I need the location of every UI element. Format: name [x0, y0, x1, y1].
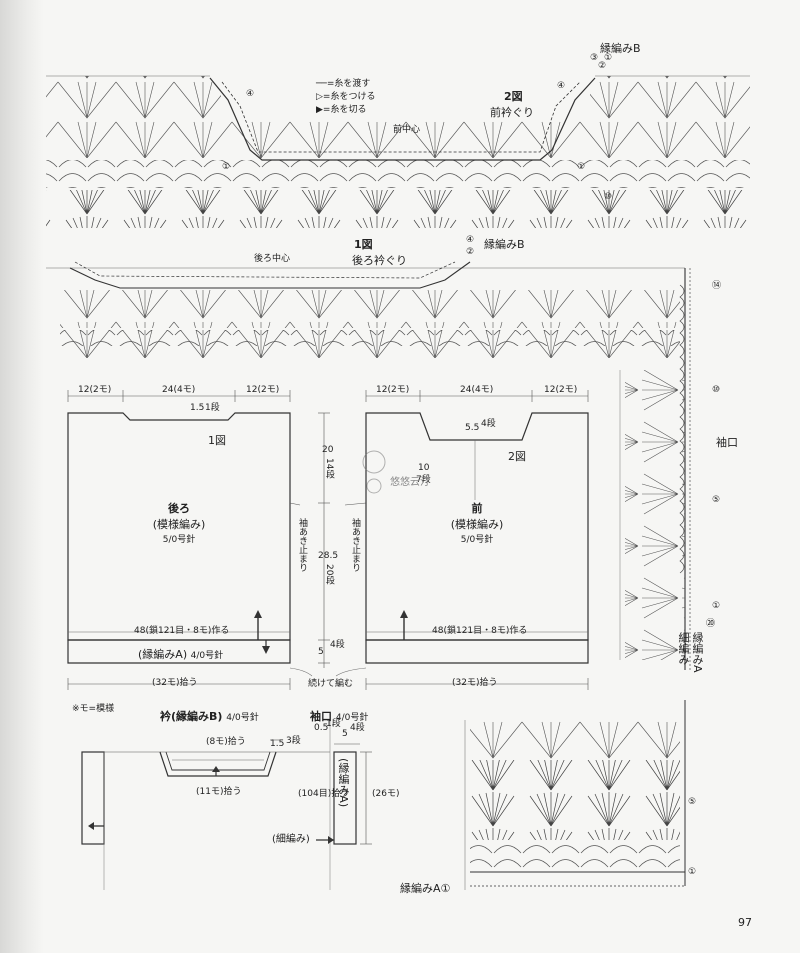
mid-armhole-left: 袖あき止まり	[297, 518, 307, 572]
fig1-subtitle: 後ろ衿ぐり	[352, 254, 407, 267]
watermark-stamp	[362, 450, 386, 494]
mid-armhole-right: 袖あき止まり	[350, 518, 360, 572]
fig1-stitch-chart	[46, 261, 685, 358]
back-dim-right: 12(2モ)	[246, 385, 280, 395]
front-width: 48(鎖121目・8モ)作る	[432, 626, 528, 636]
front-fig-ref: 2図	[508, 450, 526, 463]
back-edge: (縁編みA) 4/0号針	[138, 648, 224, 661]
front-neck-depth: 5.5	[465, 423, 480, 433]
collar-height: 1.5	[270, 739, 285, 749]
side-row-14: ⑭	[712, 281, 722, 291]
front-dim-right: 12(2モ)	[544, 385, 578, 395]
legend-cut-yarn: ▶=糸を切る	[316, 105, 367, 115]
fig2-row-3: ③	[590, 53, 599, 63]
fig2-row-1-right: ①	[577, 162, 586, 172]
cuff-h2: 5	[342, 729, 348, 739]
fig2-center-label: 前中心	[393, 125, 421, 135]
cuff-h2-rows: 4段	[350, 723, 365, 733]
collar-pick-top: (8モ)拾う	[206, 737, 246, 747]
fig1-title: 1図	[354, 238, 373, 251]
side-sleeve-label: 袖口	[716, 436, 738, 449]
collar-title: 衿(縁編みB) 4/0号針	[160, 710, 259, 723]
fig2-title: 2図	[504, 90, 523, 103]
cuff-h1-rows: 1段	[326, 719, 341, 729]
cuff-title: 袖口 4/0号針	[310, 710, 369, 723]
side-row-20: ⑳	[706, 619, 716, 629]
side-row-5: ⑤	[712, 495, 721, 505]
front-needle: 5/0号針	[460, 535, 494, 545]
fig2-subtitle: 前衿ぐり	[490, 106, 534, 119]
back-piece-schematic	[67, 390, 313, 690]
back-name: 後ろ	[168, 502, 190, 515]
front-neck-rows: 4段	[481, 419, 496, 429]
front-piece-schematic	[335, 390, 589, 690]
side-row-10: ⑩	[712, 385, 721, 395]
page-number: 97	[738, 916, 752, 929]
front-name: 前	[471, 502, 483, 515]
mid-edge-rows: 4段	[330, 640, 345, 650]
note-mo: ※モ=模様	[72, 704, 115, 714]
bottom-right-stitch-chart	[464, 700, 686, 890]
bottom-row-1: ①	[688, 867, 697, 877]
front-dim-left: 12(2モ)	[376, 385, 410, 395]
side-row-1: ①	[712, 601, 721, 611]
side-narrow-edge: 細編み	[677, 632, 690, 665]
back-width: 48(鎖121目・8モ)作る	[134, 626, 230, 636]
fig2-row-4-right: ④	[557, 81, 566, 91]
front-depth-rows: 7段	[416, 475, 431, 485]
fig2-row-2: ②	[598, 61, 607, 71]
back-dim-left: 12(2モ)	[78, 385, 112, 395]
mid-top-cm: 20	[322, 445, 334, 455]
cuff-schematic	[316, 720, 372, 890]
back-needle: 5/0号針	[162, 535, 196, 545]
fig1-row-2: ②	[466, 247, 475, 257]
mid-continue: 続けて編む	[308, 679, 354, 689]
back-pickup: (32モ)拾う	[152, 678, 198, 688]
collar-rows: 3段	[286, 736, 301, 746]
watermark-text: 悠悠云汀	[390, 477, 430, 488]
collar-schematic	[81, 739, 330, 890]
collar-pick-bottom: (11モ)拾う	[196, 787, 242, 797]
mid-edge-cm: 5	[318, 647, 324, 657]
cuff-pick2: (26モ)	[372, 789, 400, 799]
mid-body-rows: 20段	[324, 564, 334, 585]
side-edge-a: 縁編みA	[691, 632, 704, 673]
back-neck-rows: 1段	[205, 403, 220, 413]
fig2-row-10: ⑩	[604, 192, 613, 202]
front-dim-center: 24(4モ)	[460, 385, 494, 395]
fig1-edge-label: 縁編みB	[484, 238, 525, 251]
mid-top-rows: 14段	[324, 458, 334, 479]
middle-measurement	[289, 412, 367, 668]
book-spine-shadow	[0, 0, 44, 953]
back-dim-center: 24(4モ)	[162, 385, 196, 395]
back-neck-depth: 1.5	[190, 403, 205, 413]
cuff-h1: 0.5	[314, 723, 329, 733]
legend-pass-yarn: ──=糸を渡す	[316, 79, 371, 89]
fig2-stitch-chart	[46, 75, 750, 228]
fig2-row-1-top: ①	[604, 53, 613, 63]
fig1-center-label: 後ろ中心	[254, 254, 291, 264]
front-pickup: (32モ)拾う	[452, 678, 498, 688]
fig2-row-1-left: ①	[222, 162, 231, 172]
cuff-narrow: (細編み)	[272, 834, 310, 845]
legend-attach-yarn: ▷=糸をつける	[316, 92, 376, 102]
back-fig-ref: 1図	[208, 434, 226, 447]
bottom-row-5: ⑤	[688, 797, 697, 807]
fig1-row-4: ④	[466, 235, 475, 245]
cuff-pick: (104目)拾う	[298, 789, 350, 799]
mid-body-cm: 28.5	[318, 551, 339, 561]
front-depth: 10	[418, 463, 430, 473]
back-pattern: (模様編み)	[152, 518, 206, 531]
side-sleeve-chart	[619, 268, 691, 670]
fig2-row-4-left: ④	[246, 89, 255, 99]
cuff-edge: (縁編みA)	[337, 758, 350, 808]
bottom-edge-label: 縁編みA①	[400, 882, 451, 895]
fig2-edge-label: 縁編みB	[600, 42, 641, 55]
front-pattern: (模様編み)	[450, 518, 504, 531]
